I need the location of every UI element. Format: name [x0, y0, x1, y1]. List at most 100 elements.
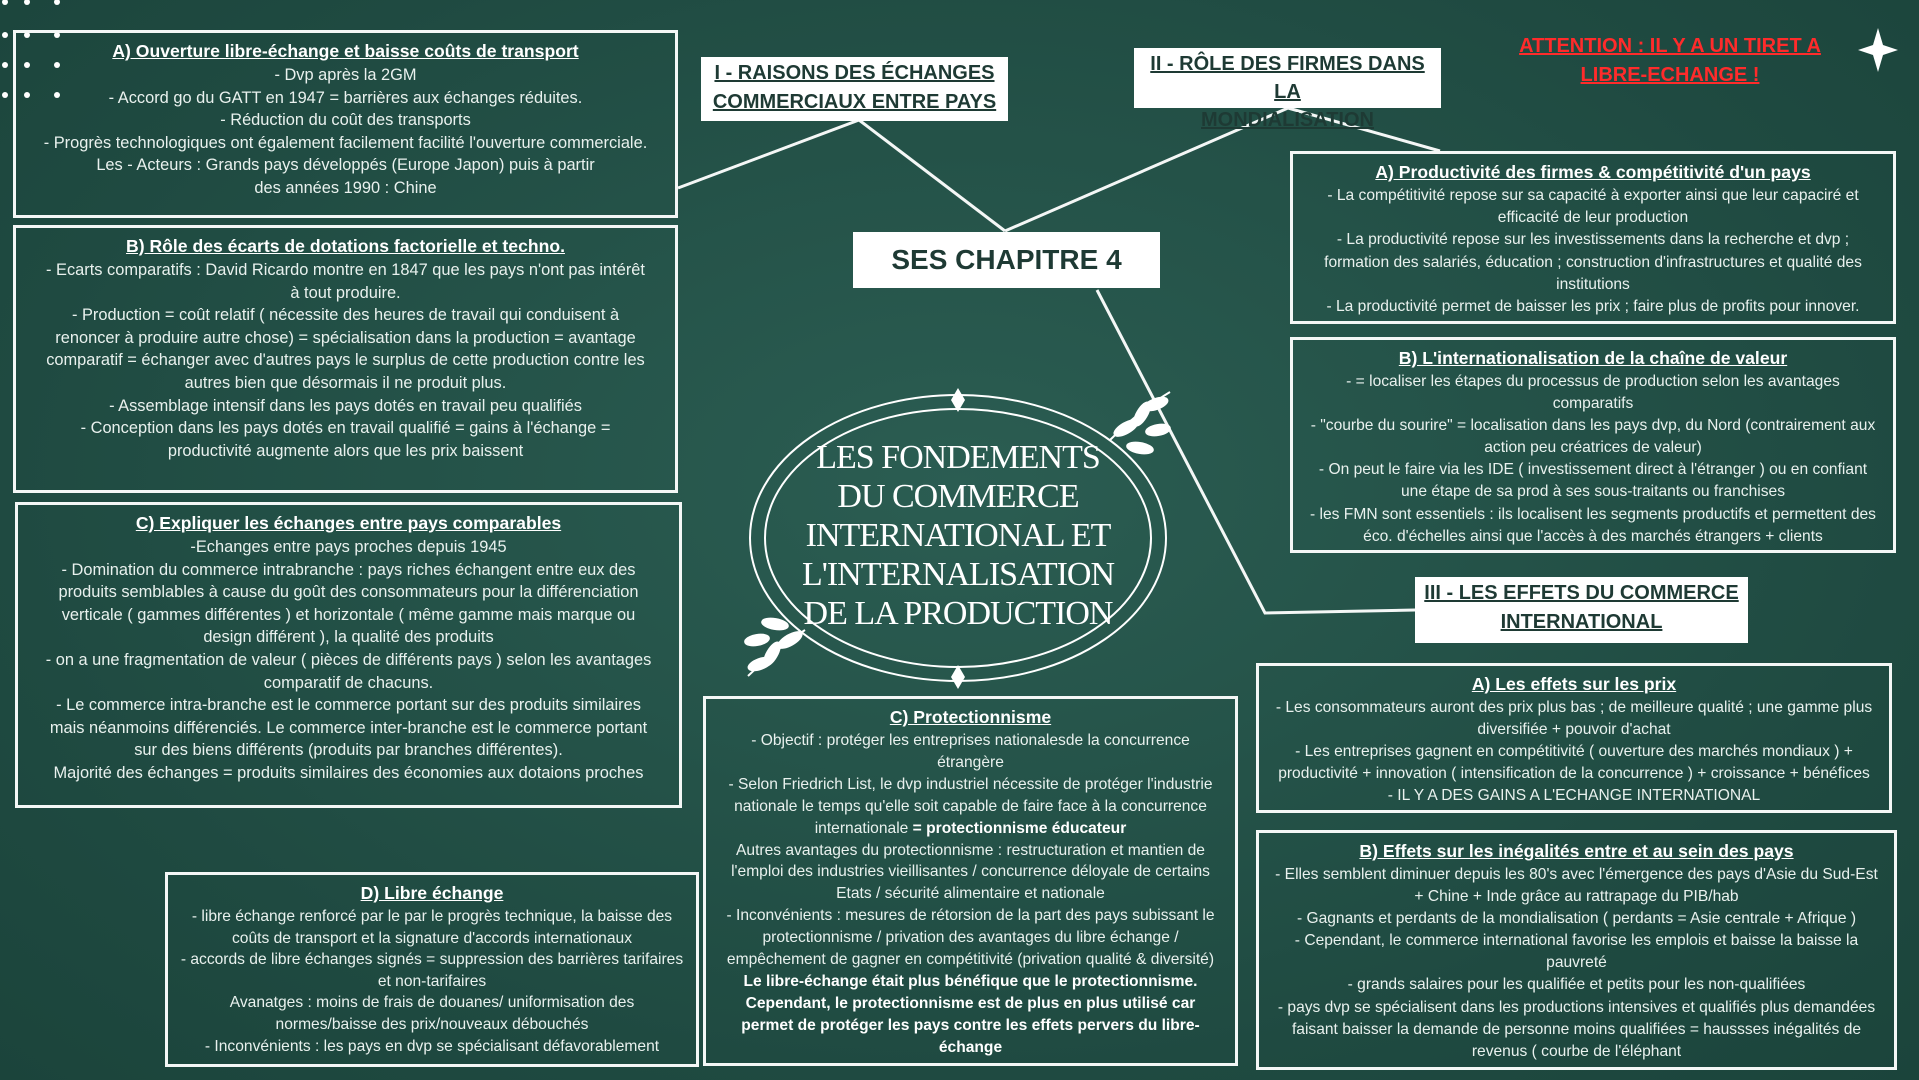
box-line: - Assemblage intensif dans les pays doté… — [109, 396, 582, 415]
center-title: LES FONDEMENTS DU COMMERCE INTERNATIONAL… — [778, 438, 1138, 633]
center-line-4: L'INTERNALISATION — [801, 556, 1115, 593]
mixed-prefix: internationale — [814, 819, 913, 837]
box-protectionnisme: C) Protectionnisme - Objectif : protéger… — [703, 696, 1238, 1066]
box-line: protectionnisme / privation des avantage… — [762, 929, 1179, 947]
box-line: efficacité de leur production — [1497, 209, 1689, 227]
box-line: et non-tarifaires — [377, 972, 487, 990]
box-bold-line: Cependant, le protectionnisme est de plu… — [745, 994, 1196, 1012]
box-line: - La productivité repose sur les investi… — [1336, 231, 1850, 249]
box-echanges-pays-comparables: C) Expliquer les échanges entre pays com… — [15, 502, 682, 808]
box-line: - Accord go du GATT en 1947 = barrières … — [108, 88, 583, 107]
box-chaine-de-valeur: B) L'internationalisation de la chaîne d… — [1290, 337, 1896, 553]
box-line: empêchement de gagner en compétitivité (… — [726, 951, 1215, 969]
box-line: - Les entreprises gagnent en compétitivi… — [1295, 743, 1853, 761]
dots-decoration — [2, 0, 60, 98]
box-line: Majorité des échanges = produits similai… — [53, 763, 644, 782]
box-line: coûts de transport et la signature d'acc… — [232, 929, 632, 947]
section-3-line-2: INTERNATIONAL — [1500, 611, 1663, 633]
box-line: à tout produire. — [290, 283, 401, 302]
box-line: comparatif de chacuns. — [263, 673, 434, 692]
box-title: A) Productivité des firmes & compétitivi… — [1375, 162, 1811, 182]
connector-s1-title — [858, 118, 1006, 233]
box-bold-line: permet de protéger les pays contre les e… — [741, 1016, 1200, 1034]
box-line: mais néanmoins différenciés. Le commerce… — [49, 718, 648, 737]
box-line: institutions — [1556, 275, 1630, 293]
box-libre-echange: D) Libre échange - libre échange renforc… — [165, 872, 699, 1067]
box-line: action peu créatrices de valeur) — [1484, 439, 1702, 457]
box-title: B) Effets sur les inégalités entre et au… — [1359, 841, 1794, 861]
mixed-bold: = protectionnisme éducateur — [912, 819, 1127, 837]
box-line: - Le commerce intra-branche est le comme… — [56, 696, 641, 715]
box-line: formation des salariés, éducation ; cons… — [1324, 253, 1862, 271]
section-1-line-1: I - RAISONS DES ÉCHANGES — [714, 62, 995, 84]
box-bold-line: échange — [938, 1038, 1003, 1056]
box-line: renoncer à produire autre chose) = spéci… — [55, 328, 636, 347]
section-label-2: II - RÔLE DES FIRMES DANS LA MONDIALISAT… — [1134, 48, 1441, 131]
box-line: + Chine + Inde grâce au rattrapage du PI… — [1414, 888, 1739, 906]
box-line: - Domination du commerce intrabranche : … — [61, 560, 636, 579]
box-line: - libre échange renforcé par le par le p… — [191, 908, 673, 925]
box-effets-prix: A) Les effets sur les prix - Les consomm… — [1256, 663, 1892, 813]
box-line: Les - Acteurs : Grands pays développés (… — [96, 156, 595, 175]
box-line: sur des biens différents (produits par b… — [134, 741, 563, 760]
box-title: A) Les effets sur les prix — [1471, 674, 1677, 694]
box-line: - Selon Friedrich List, le dvp industrie… — [728, 775, 1213, 793]
box-line: l'emploi des industries vieillisantes / … — [731, 863, 1210, 881]
box-line: productivité + innovation ( intensificat… — [1278, 765, 1870, 783]
box-line: Avanatges : moins de frais de douanes/ u… — [229, 994, 635, 1012]
connector-s3 — [1095, 289, 1416, 615]
page-title: SES CHAPITRE 4 — [853, 232, 1160, 288]
box-ouverture-libre-echange: A) Ouverture libre-échange et baisse coû… — [13, 30, 678, 218]
attention-line-2: LIBRE-ECHANGE ! — [1580, 64, 1760, 86]
section-label-1: I - RAISONS DES ÉCHANGES COMMERCIAUX ENT… — [701, 57, 1008, 121]
box-line: - Dvp après la 2GM — [274, 66, 417, 84]
box-bold-line: Le libre-échange était plus bénéfique qu… — [743, 972, 1198, 990]
box-line: diversifiée + pouvoir d'achat — [1477, 721, 1671, 739]
box-line: nationale le temps qu'elle soit capable … — [734, 797, 1207, 815]
box-line: revenus ( courbe de l'éléphant — [1471, 1042, 1682, 1060]
box-line: normes/baisse des prix/nouveaux débouché… — [275, 1015, 589, 1033]
box-line: - Gagnants et perdants de la mondialisat… — [1296, 910, 1857, 928]
box-line: éco. d'échelles ainsi que l'accès à des … — [1363, 527, 1823, 545]
connector-s2-right — [1287, 106, 1441, 153]
box-line-mixed: internationale = protectionnisme éducate… — [714, 818, 1227, 840]
section-1-line-2: COMMERCIAUX ENTRE PAYS — [712, 91, 997, 113]
box-line: - Objectif : protéger les entreprises na… — [751, 732, 1190, 749]
box-line: - Conception dans les pays dotés en trav… — [80, 419, 611, 438]
box-line: comparatif = échanger avec d'autres pays… — [46, 351, 645, 370]
box-line: - accords de libre échanges signés = sup… — [180, 951, 684, 969]
box-line: - Elles semblent diminuer depuis les 80'… — [1275, 866, 1878, 883]
section-3-line-1: III - LES EFFETS DU COMMERCE — [1424, 582, 1739, 604]
box-line: produits semblables à cause du goût des … — [58, 583, 639, 602]
box-line: - Progrès technologiques ont également f… — [43, 133, 648, 152]
box-line: - Réduction du coût des transports — [220, 111, 471, 130]
center-line-1: LES FONDEMENTS — [816, 439, 1101, 476]
box-line: - La productivité permet de baisser les … — [1326, 298, 1860, 316]
box-title: A) Ouverture libre-échange et baisse coû… — [112, 41, 579, 61]
section-2-line-1: II - RÔLE DES FIRMES DANS LA — [1150, 53, 1425, 103]
box-line: - IL Y A DES GAINS A L'ECHANGE INTERNATI… — [1387, 787, 1761, 805]
attention-note: ATTENTION : IL Y A UN TIRET A LIBRE-ECHA… — [1495, 32, 1845, 90]
attention-line-1: ATTENTION : IL Y A UN TIRET A — [1519, 35, 1821, 57]
center-line-3: INTERNATIONAL ET — [805, 517, 1112, 554]
box-line: - La compétitivité repose sur sa capacit… — [1327, 187, 1859, 204]
box-title: D) Libre échange — [360, 883, 504, 903]
box-line: - Inconvénients : les pays en dvp se spé… — [204, 1037, 660, 1055]
box-line: des années 1990 : Chine — [254, 178, 437, 197]
box-line: - Ecarts comparatifs : David Ricardo mon… — [46, 261, 645, 279]
box-title: C) Protectionnisme — [889, 707, 1052, 727]
diamond-icons — [951, 388, 965, 689]
box-line: -Echanges entre pays proches depuis 1945 — [190, 538, 507, 556]
box-line: autres bien que désormais il ne produit … — [184, 373, 507, 392]
box-title: B) L'internationalisation de la chaîne d… — [1398, 348, 1788, 368]
box-line: - Production = coût relatif ( nécessite … — [71, 306, 620, 325]
box-line: - Les consommateurs auront des prix plus… — [1275, 699, 1873, 716]
laurel-top-icon — [1109, 391, 1171, 455]
laurel-bottom-icon — [744, 617, 806, 677]
box-line: - pays dvp se spécialisent dans les prod… — [1277, 998, 1876, 1016]
center-line-5: DE LA PRODUCTION — [803, 595, 1114, 632]
box-line: pauvreté — [1546, 954, 1607, 972]
box-line: productivité augmente alors que les prix… — [167, 441, 524, 460]
box-productivite-firmes: A) Productivité des firmes & compétitivi… — [1290, 151, 1896, 324]
